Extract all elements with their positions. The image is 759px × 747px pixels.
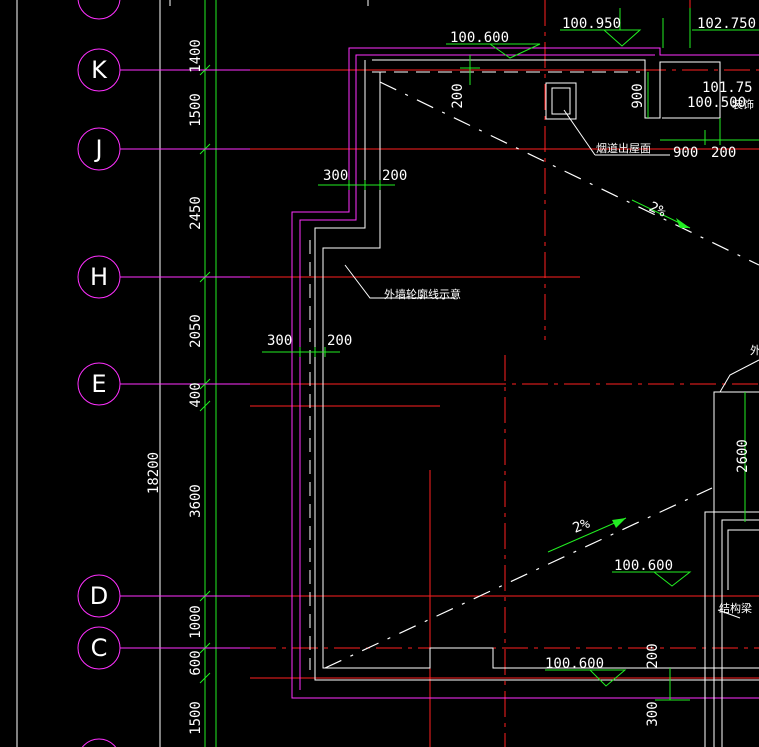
elevation-partial-2: 100.500 bbox=[687, 95, 746, 111]
dim-total-18200: 18200 bbox=[146, 452, 162, 494]
dim-200-bottom: 200 bbox=[645, 643, 661, 668]
dimension-tick bbox=[199, 672, 211, 684]
slope-arrows bbox=[547, 199, 691, 553]
dim-200-upper: 200 bbox=[382, 168, 407, 184]
note-chimney: 烟道出屋面 bbox=[596, 141, 651, 155]
chimney-box bbox=[545, 82, 670, 156]
axis-label-e: E bbox=[91, 370, 106, 398]
note-partial-outer: 外 bbox=[750, 344, 759, 357]
dim-900-vertical: 900 bbox=[630, 83, 646, 108]
grid-lines-horizontal bbox=[250, 69, 759, 679]
note-outer-wall-outline: 外墙轮廓线示意 bbox=[384, 287, 461, 301]
axis-label-j: J bbox=[93, 135, 102, 163]
dim-1400: 1400 bbox=[188, 39, 204, 73]
dim-300-upper: 300 bbox=[323, 168, 348, 184]
dim-300-lower: 300 bbox=[267, 333, 292, 349]
slope-label-lower: 2% bbox=[571, 515, 593, 536]
outer-wall-outline bbox=[291, 47, 759, 747]
frame-lines bbox=[16, 0, 369, 747]
dimension-tick bbox=[199, 400, 211, 412]
elevation-partial-1: 101.75 bbox=[702, 80, 753, 96]
elevation-top-right-2: 102.750 bbox=[697, 16, 756, 32]
dim-2050: 2050 bbox=[188, 314, 204, 348]
dim-1500-top: 1500 bbox=[188, 93, 204, 127]
elevation-top-right-1: 100.950 bbox=[562, 16, 621, 32]
dim-300-bottom: 300 bbox=[645, 701, 661, 726]
slope-lines bbox=[324, 81, 759, 669]
elevation-mid-right: 100.600 bbox=[614, 558, 673, 574]
dim-2450: 2450 bbox=[188, 196, 204, 230]
dim-600: 600 bbox=[188, 650, 204, 675]
dim-200-top: 200 bbox=[450, 83, 466, 108]
axis-leaders bbox=[120, 69, 250, 649]
dim-3600: 3600 bbox=[188, 484, 204, 518]
dim-1000: 1000 bbox=[188, 605, 204, 639]
dim-200-horizontal: 200 bbox=[711, 145, 736, 161]
note-leaders bbox=[344, 264, 759, 619]
grid-lines-vertical bbox=[429, 0, 691, 747]
axis-label-k: K bbox=[91, 56, 108, 84]
axis-bubbles bbox=[77, 0, 121, 747]
dim-400: 400 bbox=[188, 382, 204, 407]
slope-label-upper: 2% bbox=[646, 199, 669, 221]
dim-2600: 2600 bbox=[735, 439, 751, 473]
elevation-markers bbox=[446, 8, 759, 687]
dimension-horizontal bbox=[262, 55, 759, 701]
note-decor: 装饰 bbox=[732, 97, 754, 111]
dim-1500-bottom: 1500 bbox=[188, 701, 204, 735]
elevation-top-mid: 100.600 bbox=[450, 30, 509, 46]
note-structural-beam: 结构梁 bbox=[719, 601, 752, 615]
axis-label-c: C bbox=[91, 634, 108, 662]
axis-label-h: H bbox=[90, 263, 108, 291]
dim-200-lower: 200 bbox=[327, 333, 352, 349]
axis-label-d: D bbox=[90, 582, 108, 610]
dim-900-horizontal: 900 bbox=[673, 145, 698, 161]
elevation-bottom: 100.600 bbox=[545, 656, 604, 672]
